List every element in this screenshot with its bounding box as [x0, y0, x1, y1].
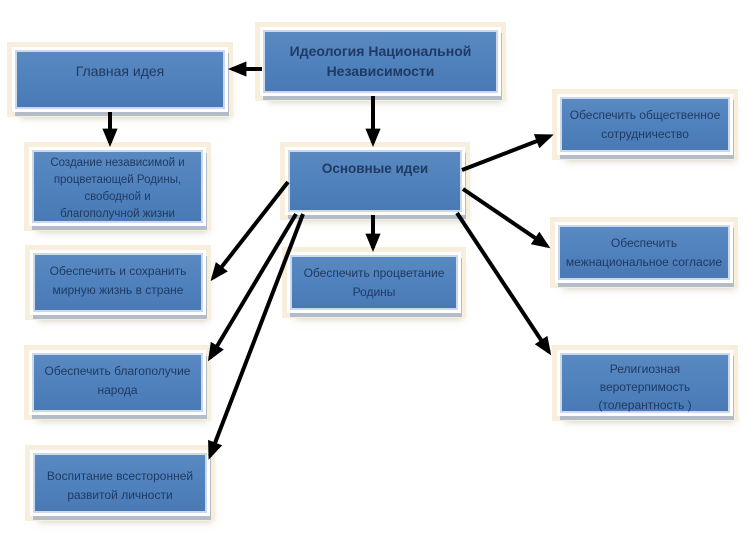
box-ideology-title: Идеология Национальной Независимости: [263, 30, 498, 93]
box-social-cooperation: Обеспечить общественное сотрудничество: [560, 97, 730, 152]
box-personal-development: Воспитание всесторонней развитой личност…: [33, 453, 207, 513]
arrow-core-to-welfare: [207, 212, 298, 362]
box-main-idea: Главная идея: [15, 50, 225, 109]
box-interethnic-accord: Обеспечить межнациональное согласие: [558, 225, 730, 280]
box-creation-of-homeland: Создание независимой и процветающей Роди…: [32, 150, 203, 223]
box-core-ideas: Основные идеи: [288, 150, 462, 212]
box-peaceful-life: Обеспечить и сохранить мирную жизнь в ст…: [33, 253, 203, 312]
arrow-core-to-tolerance: [455, 211, 552, 356]
box-homeland-prosperity: Обеспечить процветание Родины: [290, 255, 458, 310]
arrow-core-to-cooperation: [461, 134, 554, 172]
arrow-core-to-peaceful-life: [210, 180, 290, 282]
box-people-welfare: Обеспечить благополучие народа: [32, 353, 203, 412]
box-religious-tolerance: Религиозная веротерпимость (толерантност…: [560, 353, 730, 413]
arrow-core-to-accord: [461, 187, 551, 249]
arrow-core-to-personal-development: [208, 213, 305, 460]
